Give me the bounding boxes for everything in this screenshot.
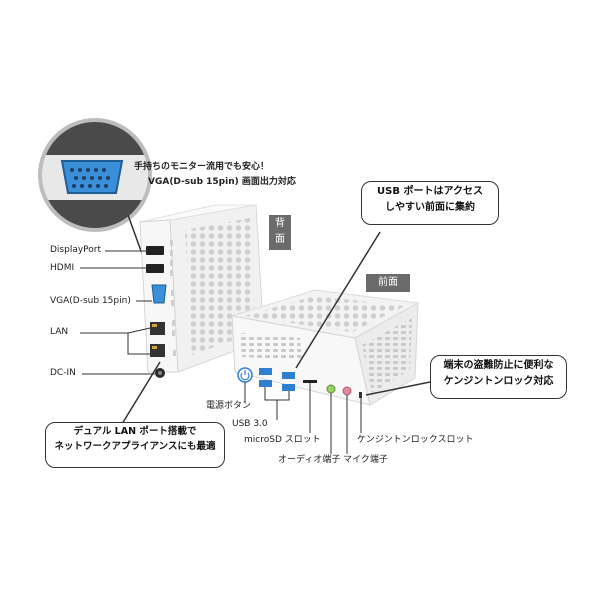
back-tag-char2: 面 [275, 234, 285, 245]
audio-jack [326, 384, 336, 394]
lan-port-1 [150, 322, 165, 335]
microsd-slot [303, 380, 317, 383]
kensington-callout-pointer [365, 381, 431, 396]
back-tag: 背 面 [269, 215, 291, 250]
lan-callout-line2: ネットワークアプライアンスにも最適 [54, 440, 216, 452]
kensington-callout-line2: ケンジントンロック対応 [443, 375, 554, 387]
audio-label: オーディオ端子 [278, 455, 341, 465]
usb-callout: USB ポートはアクセス しやすい前面に集約 [361, 181, 499, 225]
hdmi-label: HDMI [50, 263, 75, 273]
kensington-label: ケンジントンロックスロット [357, 435, 474, 445]
usb-callout-pointer [295, 231, 381, 369]
back-tag-char1: 背 [275, 218, 285, 229]
kensington-slot [359, 392, 362, 398]
dcin-label: DC-IN [50, 368, 76, 378]
displayport-label: DisplayPort [50, 245, 102, 255]
microsd-label: microSD スロット [244, 435, 321, 445]
lan-callout: デュアル LAN ポート搭載で ネットワークアプライアンスにも最適 [45, 422, 225, 468]
lan-callout-line1: デュアル LAN ポート搭載で [73, 426, 197, 437]
front-leader-lines [244, 382, 362, 454]
lan-callout-pointer [121, 361, 161, 425]
vga-zoom-circle [38, 118, 152, 232]
mic-label: マイク端子 [343, 455, 388, 465]
lan-label: LAN [50, 327, 69, 337]
vga-label: VGA(D-sub 15pin) [50, 296, 131, 306]
lan-port-2 [150, 344, 165, 357]
usb-callout-line2: しやすい前面に集約 [385, 201, 475, 213]
vga-callout-line1: 手持ちのモニター流用でも安心！ [134, 162, 270, 172]
front-tag: 前面 [366, 274, 410, 292]
usb-port-3 [282, 372, 295, 379]
mic-jack [342, 386, 352, 396]
power-button-label: 電源ボタン [206, 401, 252, 411]
hdmi-port [146, 264, 164, 273]
vga-callout-line2: VGA(D-sub 15pin) 画面出力対応 [148, 177, 296, 187]
usb-callout-line1: USB ポートはアクセス [377, 186, 483, 197]
front-unit [231, 289, 420, 406]
usb-label: USB 3.0 [232, 419, 268, 429]
vga-port [151, 284, 167, 304]
displayport-port [146, 246, 164, 255]
back-leader-lines [80, 250, 155, 375]
usb-port-2 [259, 380, 272, 387]
kensington-callout-line1: 端末の盗難防止に便利な [443, 360, 554, 371]
usb-port-4 [282, 384, 295, 391]
kensington-callout: 端末の盗難防止に便利な ケンジントンロック対応 [430, 355, 567, 399]
usb-port-1 [259, 368, 272, 375]
